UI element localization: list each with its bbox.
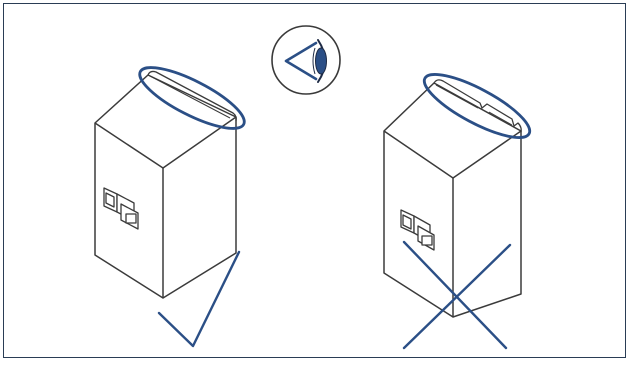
eye-inspection-icon [271, 25, 341, 95]
check-mark-icon [157, 250, 241, 348]
inspection-highlight-right [422, 73, 532, 139]
inspection-highlight-left [138, 66, 246, 130]
connector-left [103, 187, 139, 230]
part-incorrect [383, 73, 532, 350]
connector-right [400, 209, 435, 251]
housing-body-left [94, 70, 237, 299]
cross-mark-icon [402, 240, 512, 350]
housing-body-right [383, 79, 522, 318]
part-correct [94, 66, 246, 348]
